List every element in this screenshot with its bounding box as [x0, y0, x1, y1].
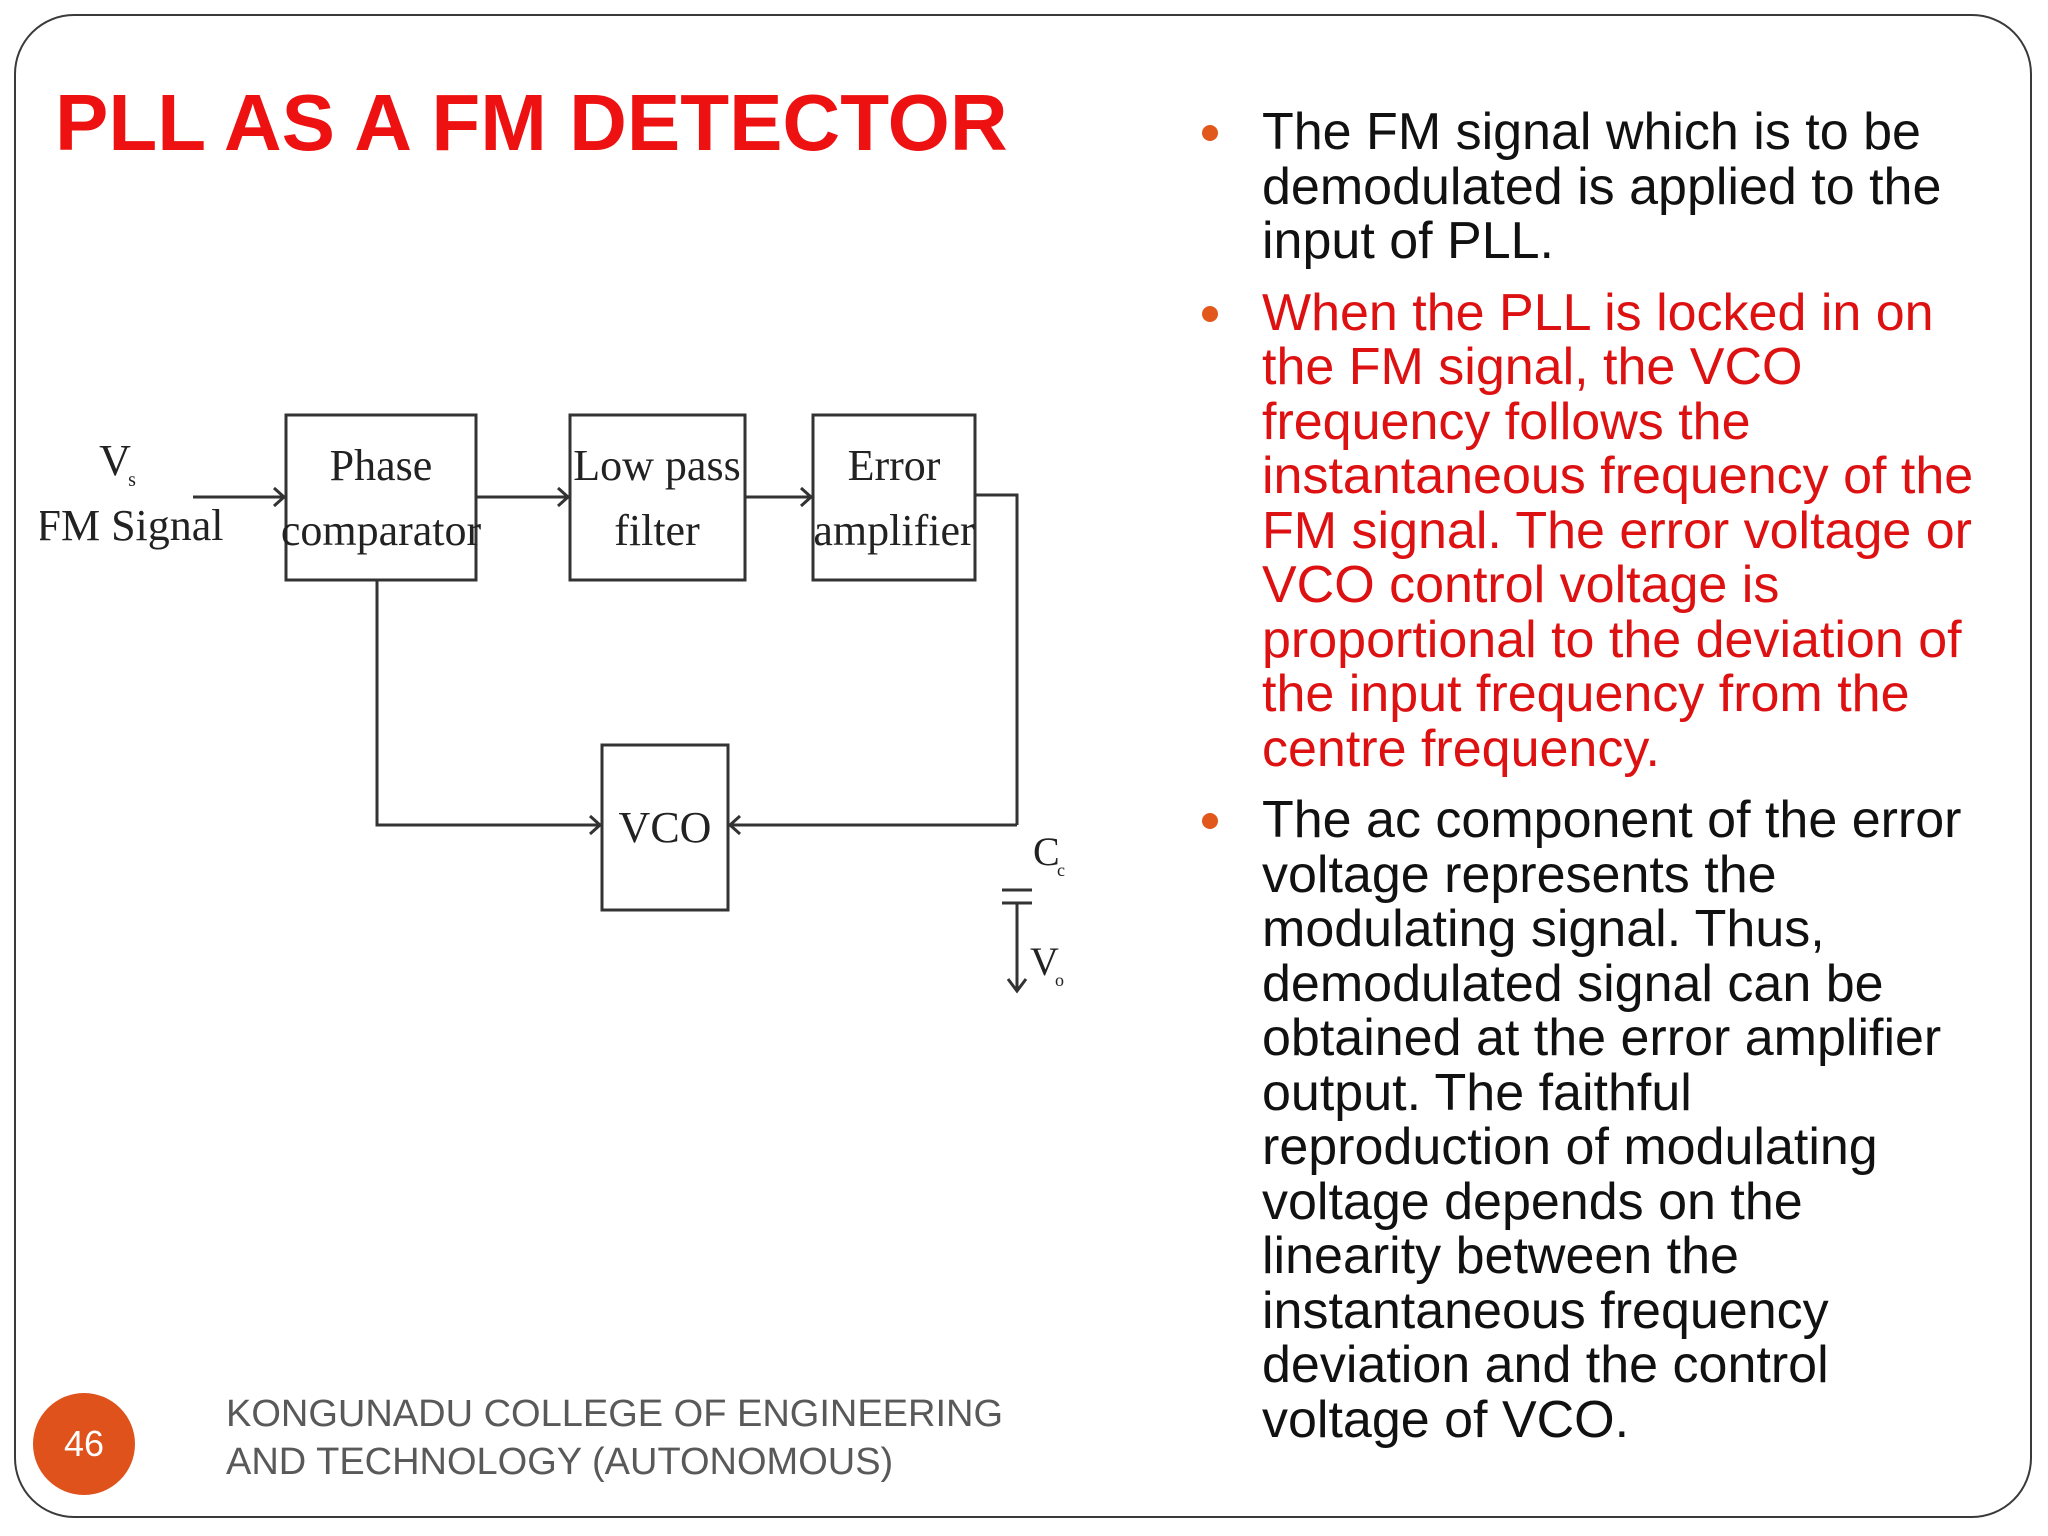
- input-symbol: V: [99, 436, 131, 485]
- capacitor-symbol: C: [1033, 829, 1060, 874]
- output-subscript: o: [1055, 970, 1064, 990]
- footer: KONGUNADU COLLEGE OF ENGINEERING AND TEC…: [226, 1390, 1003, 1486]
- slide-frame: [14, 14, 2032, 1518]
- input-label: FM Signal: [40, 501, 224, 550]
- output-symbol: V: [1030, 939, 1059, 984]
- ea-output-line: [975, 493, 1019, 825]
- bullet-dot-icon: [1202, 305, 1218, 322]
- arrow-head-ea: [799, 486, 814, 508]
- vco-label: VCO: [619, 803, 712, 852]
- low-pass-filter-block: [568, 413, 747, 582]
- capacitor-subscript: c: [1057, 860, 1065, 880]
- bullet-item: The ac component of the error voltage re…: [1200, 793, 1990, 1447]
- arrow-head-input: [272, 486, 287, 508]
- bullet-dot-icon: [1202, 813, 1218, 829]
- footer-line-2: AND TECHNOLOGY (AUTONOMOUS): [226, 1441, 894, 1483]
- pll-fm-detector-diagram: V s FM Signal Phase comparator Low pass …: [40, 413, 1065, 994]
- bullet-text: The FM signal which is to be demodulated…: [1262, 103, 1942, 270]
- vco-block: [600, 743, 730, 912]
- bullet-text: The ac component of the error voltage re…: [1262, 791, 1962, 1449]
- arrow-head-vco-in: [588, 814, 603, 836]
- page-number-badge: 46: [33, 1393, 135, 1495]
- error-amplifier-label-line1: Error: [848, 441, 941, 490]
- bullet-item: The FM signal which is to be demodulated…: [1200, 105, 1990, 269]
- error-amplifier-label-line2: amplifier: [813, 506, 975, 555]
- low-pass-filter-label-line2: filter: [614, 506, 700, 555]
- vco-feedback-line: [375, 580, 600, 827]
- phase-comparator-label-line1: Phase: [330, 441, 433, 490]
- arrow-head-output: [1006, 978, 1028, 994]
- slide-title: PLL AS A FM DETECTOR: [55, 78, 1008, 167]
- error-amplifier-block: [811, 413, 977, 582]
- bullet-item: When the PLL is locked in on the FM sign…: [1200, 283, 1990, 778]
- phase-comparator-label-line2: comparator: [281, 506, 482, 555]
- bullet-text: When the PLL is locked in on the FM sign…: [1262, 283, 1974, 778]
- phase-comparator-block: [284, 413, 478, 582]
- bullet-list: The FM signal which is to be demodulated…: [1200, 105, 1990, 1464]
- footer-line-1: KONGUNADU COLLEGE OF ENGINEERING: [226, 1393, 1004, 1435]
- bullet-dot-icon: [1202, 125, 1218, 141]
- arrow-head-vco-control: [727, 814, 742, 836]
- arrow-head-lpf: [556, 486, 571, 508]
- low-pass-filter-label-line1: Low pass: [573, 441, 740, 490]
- input-subscript: s: [128, 469, 136, 491]
